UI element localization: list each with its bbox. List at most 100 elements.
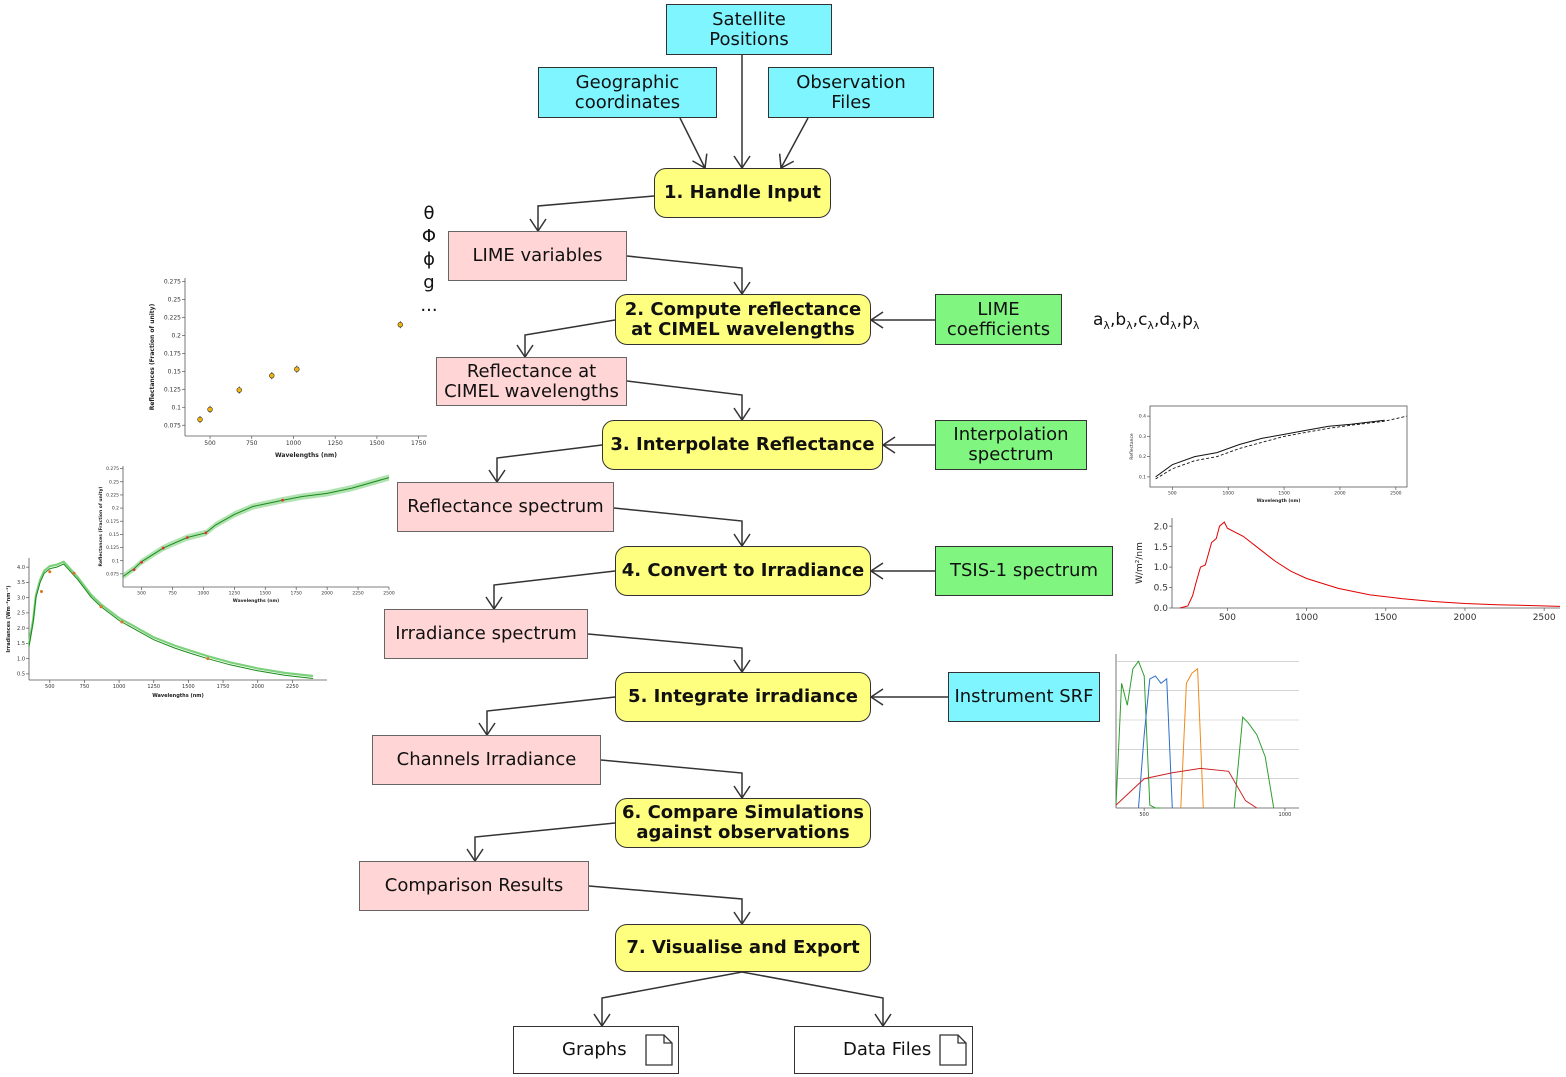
coef-p-sub: λ bbox=[1192, 319, 1200, 332]
x-tick-label: 2000 bbox=[251, 684, 264, 690]
step-6-label: 6. Compare Simulations against observati… bbox=[621, 802, 865, 843]
x-axis-label: Wavelength (nm) bbox=[1257, 498, 1301, 504]
cimel-marker bbox=[120, 620, 124, 624]
y-tick-label: 3.5 bbox=[17, 580, 25, 586]
coef-b: b bbox=[1115, 310, 1127, 330]
x-tick-label: 1000 bbox=[286, 440, 301, 447]
y-axis-label: Reflectances (Fraction of unity) bbox=[149, 303, 156, 410]
comparison-results-label: Comparison Results bbox=[384, 875, 564, 896]
step-7-label: 7. Visualise and Export bbox=[626, 937, 860, 958]
edge-handle-input-to-lime-variables bbox=[529, 195, 655, 233]
cimel-marker bbox=[140, 560, 143, 564]
x-tick-label: 2500 bbox=[1390, 491, 1402, 497]
y-tick-label: 0.125 bbox=[106, 545, 119, 551]
y-tick-label: 0.2 bbox=[171, 333, 181, 340]
y-tick-label: 0.175 bbox=[106, 519, 119, 525]
data-files-document-icon bbox=[939, 1034, 967, 1066]
x-tick-label: 1750 bbox=[290, 591, 302, 597]
y-tick-label: 0.0 bbox=[1154, 604, 1169, 614]
coefficient-symbols: aλ,bλ,cλ,dλ,pλ bbox=[1093, 310, 1199, 332]
coef-sep-3: , bbox=[1153, 310, 1160, 330]
x-tick-label: 1000 bbox=[198, 591, 210, 597]
step-4-convert-to-irradiance: 4. Convert to Irradiance bbox=[615, 546, 871, 596]
step-3-label: 3. Interpolate Reflectance bbox=[610, 434, 875, 455]
x-tick-label: 2250 bbox=[352, 591, 364, 597]
x-tick-label: 1000 bbox=[113, 684, 126, 690]
y-tick-label: 0.4 bbox=[1139, 414, 1146, 420]
edge-channels-to-compare bbox=[600, 759, 751, 800]
data-files-label: Data Files bbox=[843, 1039, 932, 1060]
x-tick-label: 1500 bbox=[1278, 491, 1290, 497]
x-tick-label: 500 bbox=[137, 591, 146, 597]
graphs-label: Graphs bbox=[562, 1039, 627, 1060]
data-point bbox=[197, 416, 203, 423]
x-tick-label: 2000 bbox=[321, 591, 333, 597]
channels-irradiance-node: Channels Irradiance bbox=[372, 735, 601, 785]
x-tick-label: 500 bbox=[45, 684, 55, 690]
x-tick-label: 750 bbox=[80, 684, 90, 690]
y-tick-label: 0.3 bbox=[1139, 434, 1146, 440]
coef-a: a bbox=[1093, 310, 1104, 330]
step-1-label: 1. Handle Input bbox=[664, 182, 821, 203]
x-tick-label: 2250 bbox=[286, 684, 299, 690]
y-tick-label: 0.15 bbox=[109, 532, 119, 538]
geographic-coordinates-node: Geographic coordinates bbox=[538, 67, 717, 118]
edge-visualise-to-graphs bbox=[593, 971, 743, 1028]
instrument-srf-label: Instrument SRF bbox=[954, 686, 1094, 707]
edge-comparison-results-to-visualise bbox=[588, 885, 751, 926]
satellite-positions-label: Satellite Positions bbox=[709, 8, 789, 50]
irradiance-band bbox=[27, 560, 314, 678]
y-tick-label: 0.25 bbox=[168, 297, 182, 304]
cimel-marker bbox=[39, 590, 43, 594]
x-tick-label: 500 bbox=[204, 440, 216, 447]
y-tick-label: 1.0 bbox=[17, 656, 25, 662]
edge-observation-to-handle-input bbox=[778, 117, 809, 170]
plot-frame bbox=[1149, 405, 1408, 488]
srf-band-line bbox=[1115, 767, 1258, 809]
y-axis-label: Irradiances (Wm⁻²nm⁻¹) bbox=[6, 585, 12, 652]
x-tick-label: 1750 bbox=[217, 684, 230, 690]
x-tick-label: 1500 bbox=[369, 440, 384, 447]
x-tick-label: 1500 bbox=[1374, 613, 1397, 622]
step-3-interpolate-reflectance: 3. Interpolate Reflectance bbox=[602, 420, 883, 470]
y-tick-label: 0.2 bbox=[1139, 454, 1146, 460]
observation-files-node: Observation Files bbox=[768, 67, 934, 118]
edge-interpolate-to-reflectance-spectrum bbox=[488, 444, 603, 484]
coef-d-sub: λ bbox=[1170, 319, 1177, 332]
x-tick-label: 500 bbox=[1168, 491, 1177, 497]
edge-integrate-to-channels bbox=[478, 696, 616, 737]
lime-variables-label: LIME variables bbox=[472, 245, 603, 266]
y-tick-label: 1.0 bbox=[1154, 563, 1169, 573]
edge-compute-to-reflectance-cimel bbox=[516, 319, 616, 359]
y-tick-label: 1.5 bbox=[17, 641, 25, 647]
x-tick-label: 1750 bbox=[411, 440, 426, 447]
data-point bbox=[397, 321, 403, 328]
y-tick-label: 0.225 bbox=[106, 493, 119, 499]
y-tick-label: 0.225 bbox=[164, 315, 181, 322]
x-axis-label: Wavelengths (nm) bbox=[152, 693, 204, 699]
x-tick-label: 1250 bbox=[229, 591, 241, 597]
x-tick-label: 2500 bbox=[1533, 613, 1556, 622]
data-point bbox=[269, 372, 275, 379]
lime-coefficients-node: LIME coefficients bbox=[935, 294, 1062, 345]
step-2-compute-reflectance: 2. Compute reflectance at CIMEL waveleng… bbox=[615, 294, 871, 345]
coef-sep-1: , bbox=[1109, 310, 1116, 330]
cimel-marker bbox=[99, 605, 103, 609]
y-tick-label: 0.25 bbox=[109, 479, 119, 485]
coef-sep-4: , bbox=[1176, 310, 1183, 330]
coef-d: d bbox=[1159, 310, 1171, 330]
edge-irradiance-spectrum-to-integrate bbox=[587, 633, 751, 674]
srf-band-line bbox=[1233, 715, 1275, 809]
x-tick-label: 1000 bbox=[1279, 812, 1292, 818]
x-tick-label: 750 bbox=[168, 591, 177, 597]
reflectance-line bbox=[122, 477, 390, 577]
data-files-output-node: Data Files bbox=[794, 1026, 973, 1074]
coef-c: c bbox=[1138, 310, 1148, 330]
graphs-document-icon bbox=[645, 1034, 673, 1066]
step-2-label: 2. Compute reflectance at CIMEL waveleng… bbox=[624, 298, 862, 340]
reflectance-spectrum-label: Reflectance spectrum bbox=[407, 496, 604, 517]
step-1-handle-input: 1. Handle Input bbox=[654, 168, 831, 218]
coef-a-sub: λ bbox=[1103, 319, 1110, 332]
